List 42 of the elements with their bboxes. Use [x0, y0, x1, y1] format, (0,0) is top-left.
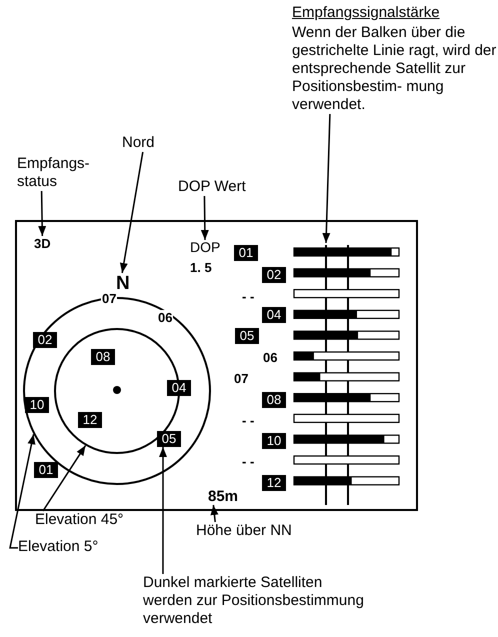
- altitude-readout: 85m: [208, 488, 238, 505]
- satellite-number: 07: [233, 371, 250, 386]
- callout-text: DOP Wert: [178, 178, 246, 196]
- satellite-number: 06: [157, 310, 174, 325]
- leader-arrow: [38, 190, 46, 236]
- callout-text: Elevation 45°: [35, 511, 124, 529]
- callout-text: Elevation 5°: [18, 538, 98, 556]
- callout-text: Nord: [122, 134, 155, 152]
- leader-arrow: [42, 445, 86, 512]
- leader-arrow: [210, 504, 218, 522]
- leader-arrow: [322, 114, 331, 244]
- satellite-number: 06: [262, 350, 278, 365]
- satellite-tag: 12: [78, 412, 102, 428]
- satellite-number: 07: [101, 291, 118, 306]
- satellite-tag: 05: [235, 328, 259, 344]
- callout-heading: Empfangssignalstärke: [292, 4, 440, 22]
- dop-value: 1. 5: [190, 260, 212, 275]
- leader-arrow: [120, 152, 144, 274]
- satellite-tag: 12: [262, 475, 286, 491]
- satellite-tag: 05: [157, 431, 181, 447]
- signal-bar-drawing: [292, 243, 402, 505]
- callout-text: Höhe über NN: [196, 522, 292, 540]
- satellite-tag: 04: [262, 307, 286, 323]
- callout-text: Empfangs- status: [17, 155, 99, 191]
- satellite-tag: 04: [167, 380, 191, 396]
- satellite-tag: 10: [262, 433, 286, 449]
- satellite-tag: 10: [25, 397, 49, 413]
- leader-arrow: [9, 434, 36, 549]
- satellite-tag: 02: [262, 267, 286, 283]
- satellite-tag: 01: [234, 245, 258, 261]
- north-marker: N: [116, 273, 130, 294]
- fix-status-text: 3D: [34, 236, 51, 251]
- satellite-tag: 01: [34, 462, 58, 478]
- leader-arrow: [200, 196, 209, 240]
- satellite-tag: 08: [91, 349, 115, 365]
- callout-text: Wenn der Balken über die gestrichelte Linie ragt, wird der entsprechende Satellit zur Positionsbestim- mung verwendet.: [292, 24, 497, 114]
- callout-text: Dunkel markierte Satelliten werden zur Positionsbestimmung verwendet: [143, 574, 365, 628]
- dop-label: DOP: [190, 240, 220, 255]
- satellite-tag: 02: [33, 332, 57, 348]
- display-screen: [15, 220, 418, 511]
- satellite-tag: 08: [262, 392, 286, 408]
- leader-arrow: [159, 447, 167, 574]
